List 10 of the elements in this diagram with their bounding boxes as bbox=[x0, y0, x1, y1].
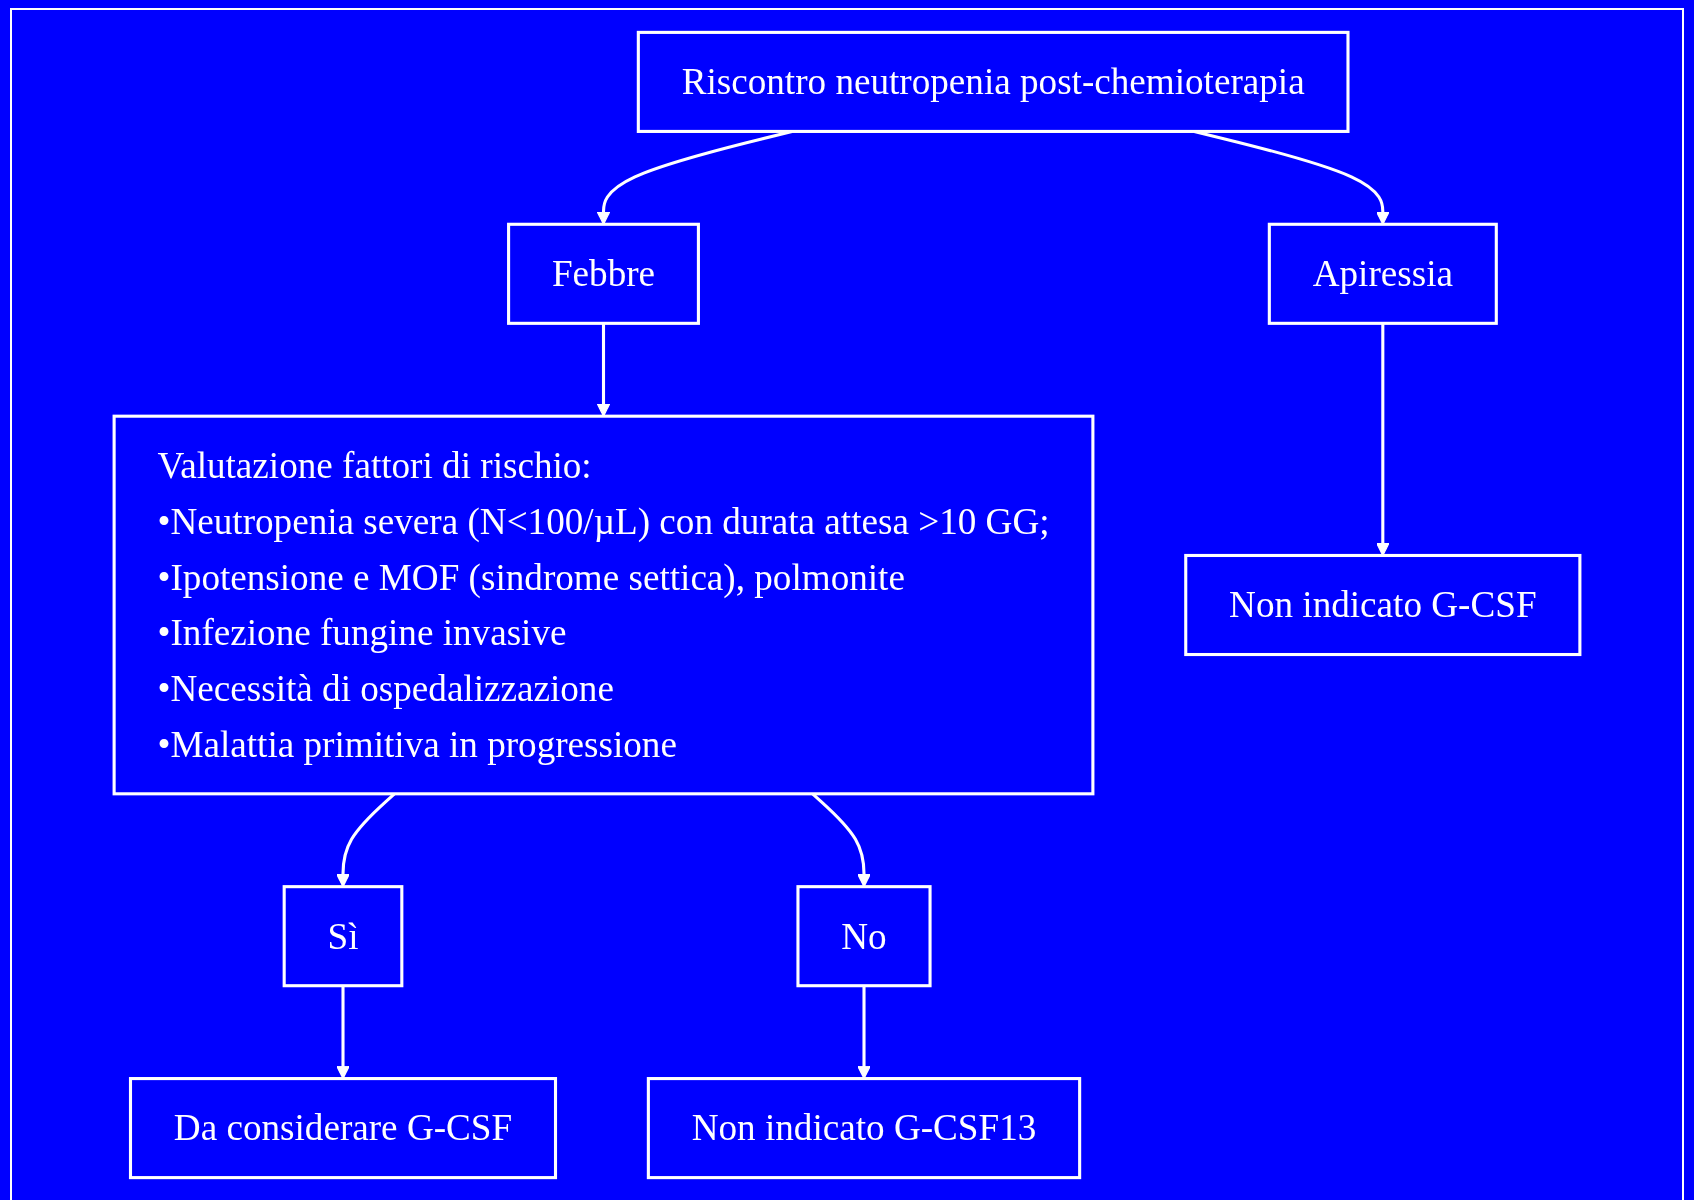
node-box: Valutazione fattori di rischio: •Neutropenia severa (N<100/µL) con durata attesa >10 GG; •Ipotensione e MOF (sindrome settica), polmonite •Infezione fungine invasive •Necessità di ospedalizzazione •Malattia primitiva in progressione bbox=[112, 414, 1095, 796]
node-box: No bbox=[796, 885, 932, 988]
node-box: Non indicato G-CSF bbox=[1184, 553, 1582, 657]
node-box: Non indicato G-CSF13 bbox=[646, 1077, 1082, 1180]
node-box: Sì bbox=[282, 885, 404, 988]
node-box: Febbre bbox=[507, 222, 700, 325]
arrow bbox=[596, 323, 611, 417]
node-box: Apiressia bbox=[1267, 222, 1498, 325]
node-box: Riscontro neutropenia post-chemioterapia bbox=[636, 30, 1350, 133]
node-box: Da considerare G-CSF bbox=[128, 1077, 558, 1180]
